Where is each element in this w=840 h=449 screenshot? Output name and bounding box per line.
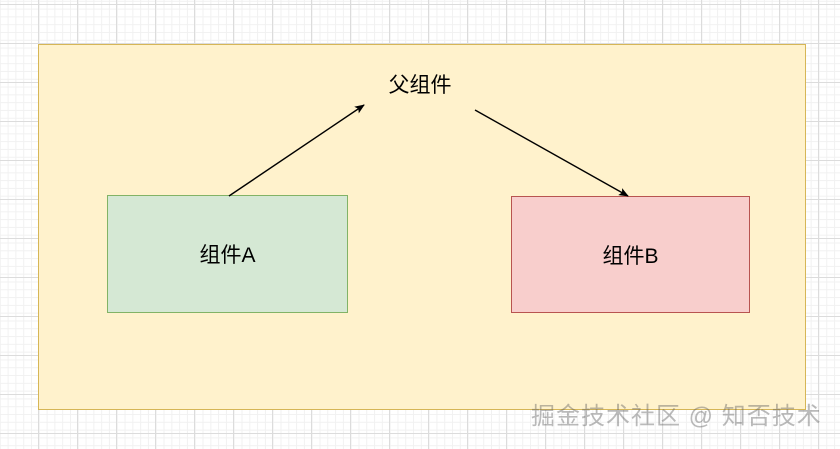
watermark-text: 掘金技术社区 @ 知否技术 xyxy=(531,403,822,430)
parent-component-label: 父组件 xyxy=(388,74,452,97)
component-a-label: 组件A xyxy=(199,244,256,267)
component-b-label: 组件B xyxy=(602,244,659,268)
component-b-node[interactable]: 组件B xyxy=(511,196,750,313)
component-a-node[interactable]: 组件A xyxy=(107,195,348,313)
